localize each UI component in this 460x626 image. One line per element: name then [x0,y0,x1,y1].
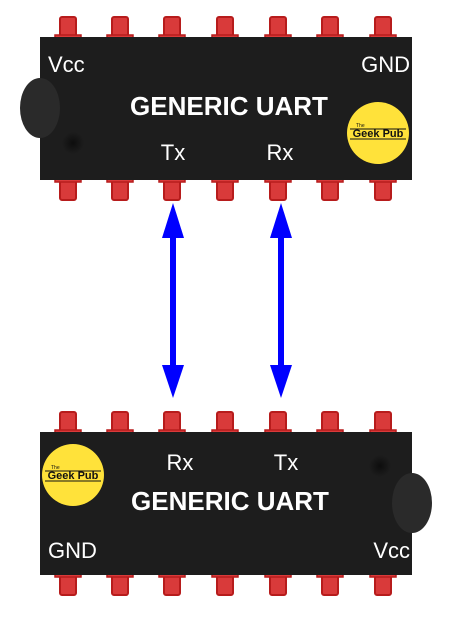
svg-text:Geek Pub: Geek Pub [48,470,99,482]
bottom-chip-dimple [369,455,391,477]
bottom-chip-vcc-label: Vcc [373,538,410,563]
svg-text:The: The [51,465,60,471]
bottom-chip-rx-label: Rx [167,450,194,475]
bottom-chip-body [40,432,412,575]
bottom-chip-gnd-label: GND [48,538,97,563]
top-chip-notch [20,78,60,138]
bottom-chip-title: GENERIC UART [131,486,329,516]
bottom-chip-tx-label: Tx [274,450,298,475]
top-chip-rx-label: Rx [267,140,294,165]
bottom-chip-notch [392,473,432,533]
tx-rx-arrow-left [162,203,184,398]
rx-tx-arrow-right [270,203,292,398]
svg-text:The: The [356,123,365,129]
top-chip-gnd-label: GND [361,52,410,77]
svg-text:Geek Pub: Geek Pub [353,128,404,140]
bottom-chip-geek-pub-logo: The Geek Pub [42,444,104,506]
bottom-chip: Rx Tx GENERIC UART GND Vcc The Geek Pub [40,411,432,596]
top-chip-body [40,37,412,180]
top-chip-geek-pub-logo: The Geek Pub [347,102,409,164]
top-chip-tx-label: Tx [161,140,185,165]
top-chip-dimple [62,132,84,154]
top-chip: Vcc GND GENERIC UART Tx Rx The Geek Pub [20,16,412,201]
top-chip-title: GENERIC UART [130,91,328,121]
top-chip-vcc-label: Vcc [48,52,85,77]
